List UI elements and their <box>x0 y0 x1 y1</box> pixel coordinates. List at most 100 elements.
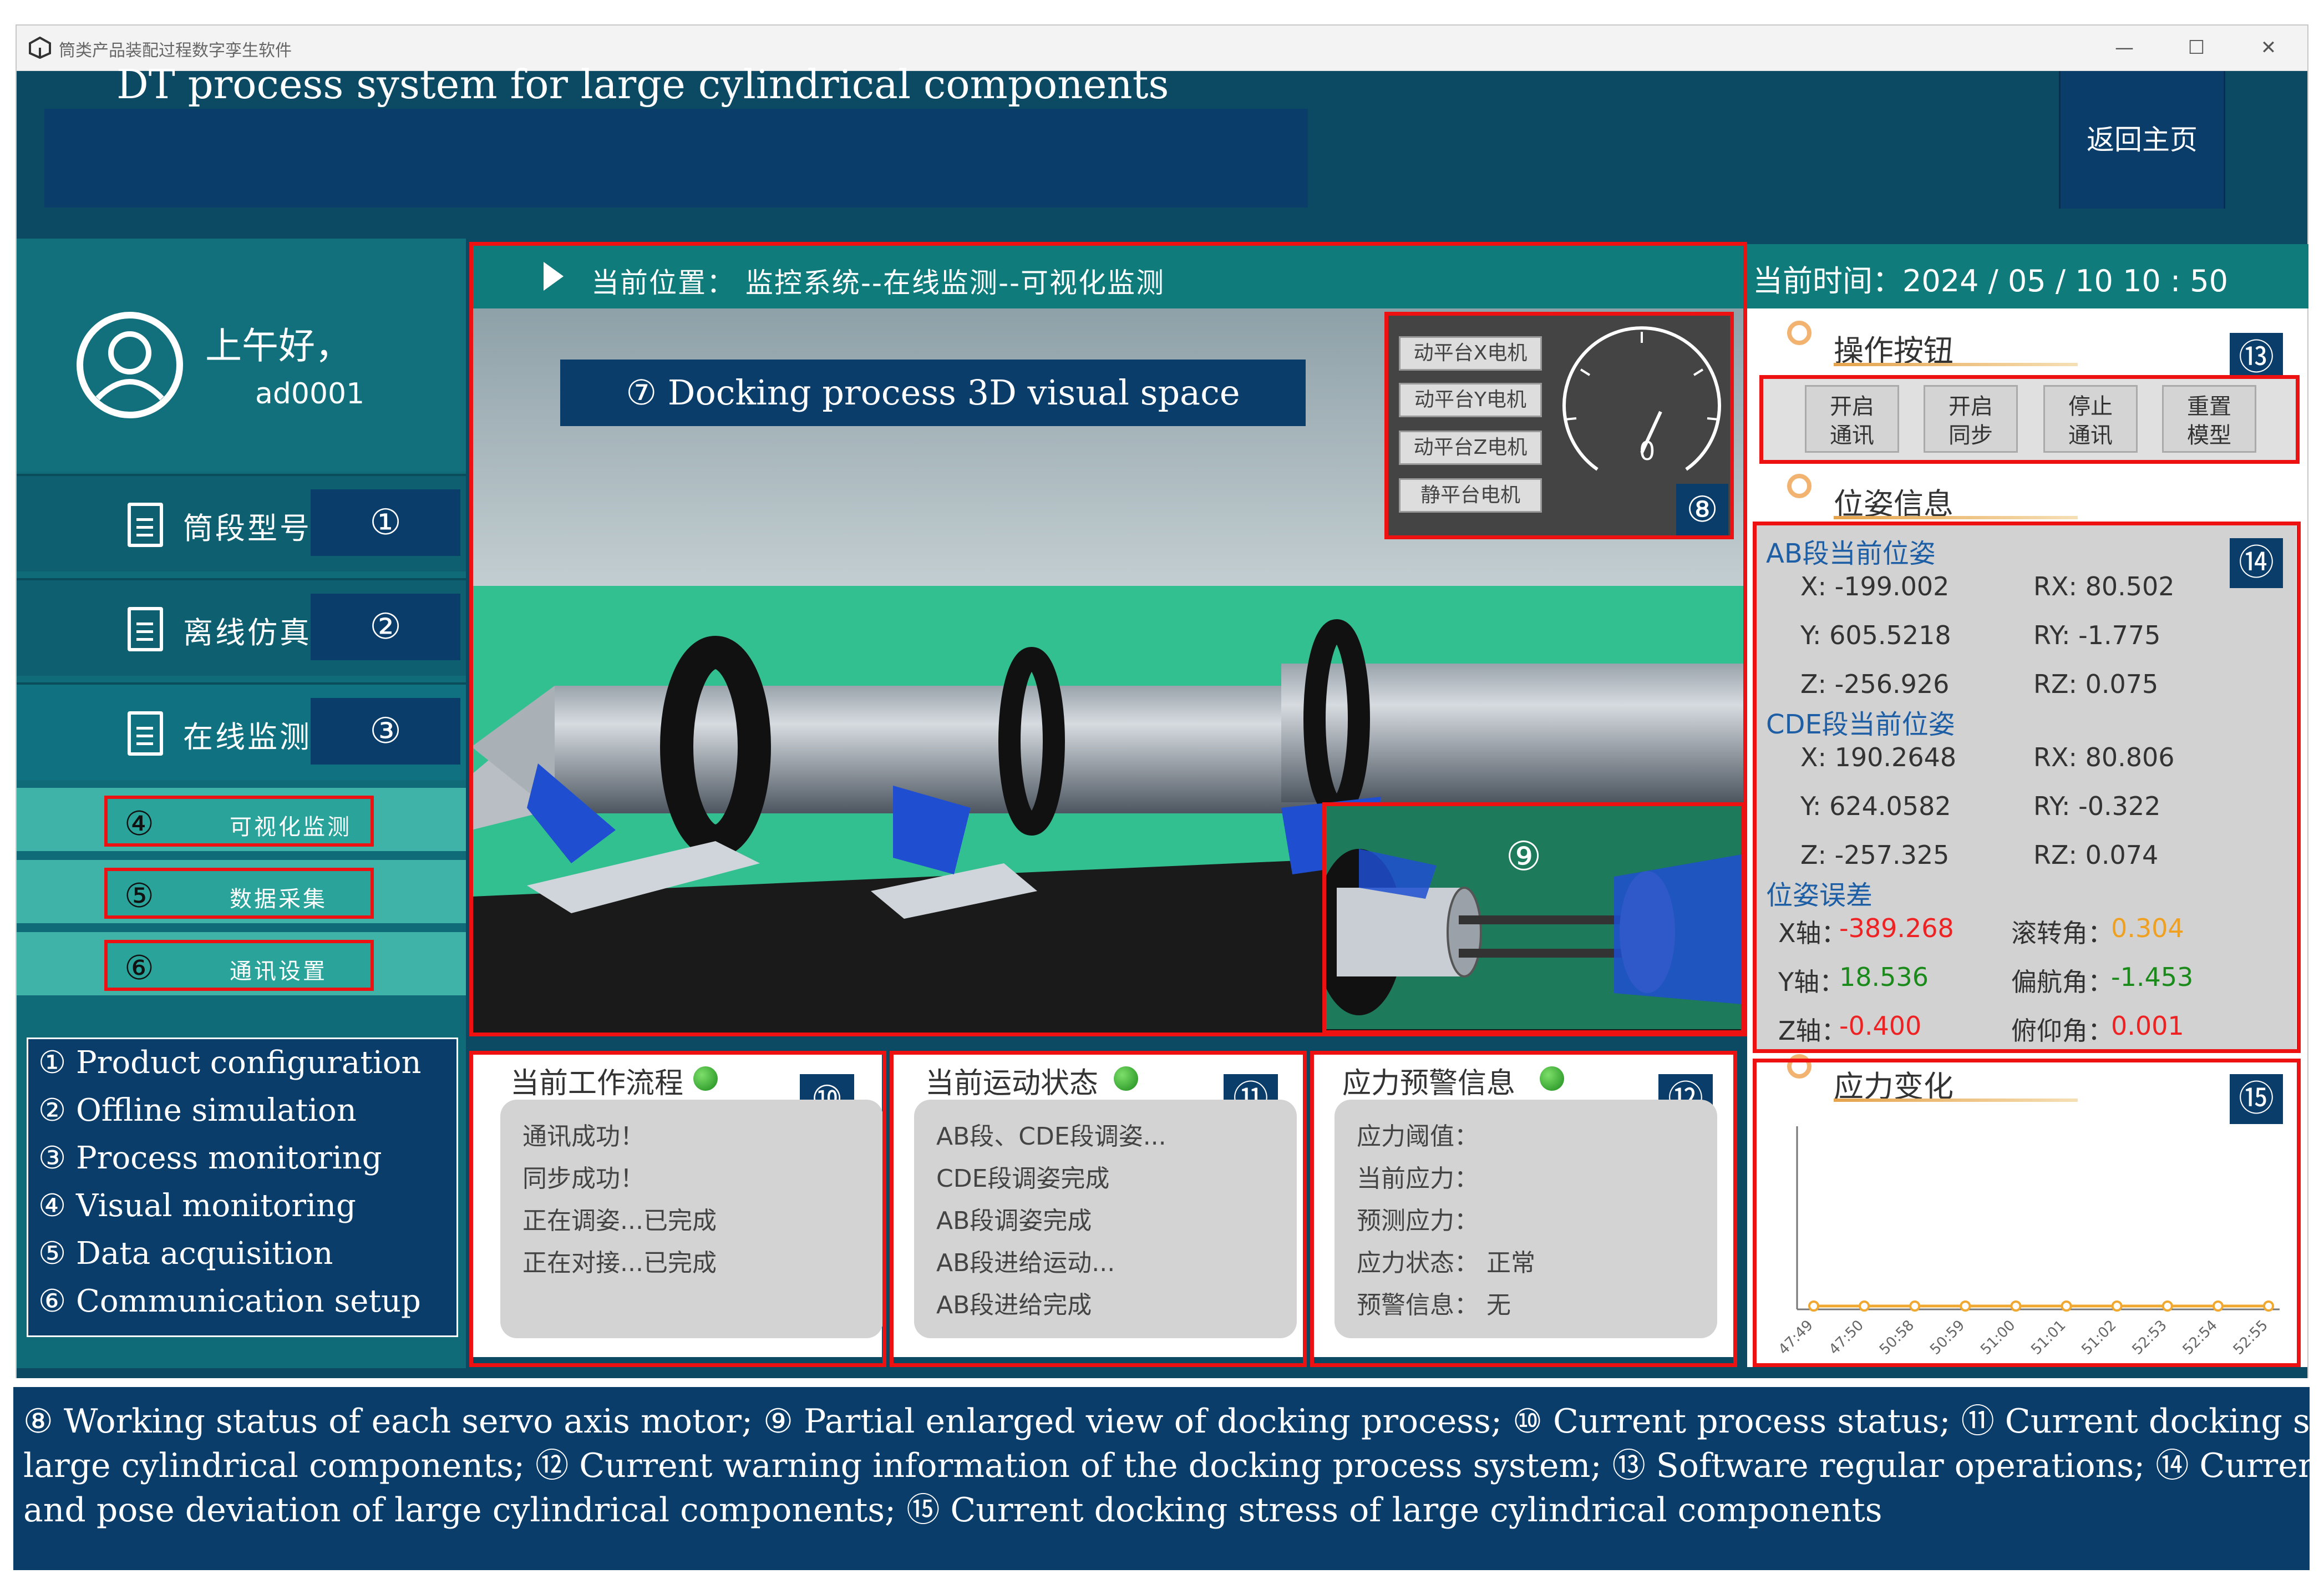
status-dot-icon <box>1540 1066 1564 1091</box>
cde-rz: RZ: 0.074 <box>2033 840 2159 870</box>
highlight-operations <box>1759 375 2300 464</box>
subnav-highlight: ④ 可视化监测 <box>104 796 374 847</box>
caption-line: and pose deviation of large cylindrical … <box>23 1491 1882 1530</box>
highlight-process <box>469 1051 886 1367</box>
highlight-pose <box>1753 522 2301 1053</box>
motor-y-button[interactable]: 动平台Y电机 <box>1399 383 1542 417</box>
message: AB段、CDE段调姿... <box>936 1122 1166 1151</box>
ab-y: Y: 605.5218 <box>1800 620 1951 650</box>
header-title-box <box>44 109 1308 208</box>
err-pitch-label: 俯仰角： <box>2011 1016 2113 1046</box>
subnav-number: ④ <box>124 804 154 843</box>
scene-label: ⑦ Docking process 3D visual space <box>560 360 1306 426</box>
process-card: 当前工作流程 ⑩ 通讯成功！ 同步成功！ 正在调姿...已完成 正在对接...已… <box>471 1054 883 1357</box>
nav-item-offline-simulation[interactable]: 离线仿真 ② <box>17 578 466 676</box>
legend-item: ② Offline simulation <box>38 1092 357 1128</box>
err-y-value: 18.536 <box>1839 962 1929 992</box>
motor-x-button[interactable]: 动平台X电机 <box>1399 336 1542 371</box>
subnav-communication-setup[interactable]: ⑥ 通讯设置 <box>17 932 466 995</box>
stress-point <box>1960 1300 1971 1312</box>
warning-messages: 应力阈值： 当前应力： 预测应力： 应力状态： 正常 预警信息： 无 <box>1334 1100 1717 1338</box>
pin-icon <box>1787 474 1811 498</box>
message: 应力状态： 正常 <box>1357 1249 1535 1277</box>
ab-ry: RY: -1.775 <box>2033 620 2161 650</box>
ab-x: X: -199.002 <box>1800 571 1950 601</box>
process-messages: 通讯成功！ 同步成功！ 正在调姿...已完成 正在对接...已完成 <box>500 1100 883 1338</box>
window-titlebar: 筒类产品装配过程数字孪生软件 — ☐ ✕ <box>17 26 2307 71</box>
reset-model-button[interactable]: 重置模型 <box>2162 385 2256 453</box>
highlight-stress <box>1753 1059 2301 1367</box>
zoom-illustration <box>1326 804 1742 1029</box>
operation-buttons: 开启通讯 开启同步 停止通讯 重置模型 <box>1763 377 2297 460</box>
message: CDE段调姿完成 <box>936 1165 1110 1193</box>
caption-line: large cylindrical components; ⑫ Current … <box>23 1446 2324 1485</box>
btn-line: 开启 <box>1830 394 1874 419</box>
subnav-label: 可视化监测 <box>230 814 352 840</box>
message: 正在对接...已完成 <box>522 1249 717 1277</box>
motion-title: 当前运动状态 <box>925 1067 1099 1100</box>
static-platform-motor-button[interactable]: 静平台电机 <box>1399 478 1542 513</box>
legend-item: ⑥ Communication setup <box>38 1283 421 1319</box>
caption-line: ⑧ Working status of each servo axis moto… <box>23 1402 2324 1441</box>
badge-9: ⑨ <box>1505 833 1542 879</box>
stress-point <box>2061 1300 2072 1312</box>
message: 预测应力： <box>1357 1207 1479 1235</box>
err-roll-label: 滚转角： <box>2011 918 2113 948</box>
nav-label: 筒段型号 <box>183 511 312 546</box>
err-y-label: Y轴： <box>1778 967 1845 997</box>
highlight-motor-panel <box>1384 312 1734 539</box>
motor-z-button[interactable]: 动平台Z电机 <box>1399 431 1542 465</box>
err-x-label: X轴： <box>1778 918 1847 948</box>
nav-item-online-monitoring[interactable]: 在线监测 ③ <box>17 682 466 780</box>
pose-title: 位姿信息 <box>1834 487 1953 522</box>
stress-point <box>2161 1300 2173 1312</box>
nav-number: ① <box>311 489 460 556</box>
home-button[interactable]: 返回主页 <box>2059 71 2225 209</box>
close-button[interactable]: ✕ <box>2260 37 2277 59</box>
start-sync-button[interactable]: 开启同步 <box>1924 385 2018 453</box>
message: AB段调姿完成 <box>936 1207 1092 1235</box>
pin-icon <box>1787 1054 1811 1079</box>
stop-communication-button[interactable]: 停止通讯 <box>2043 385 2138 453</box>
message: 当前应力： <box>1357 1165 1479 1193</box>
motion-messages: AB段、CDE段调姿... CDE段调姿完成 AB段调姿完成 AB段进给运动..… <box>914 1100 1297 1338</box>
stress-point <box>2212 1300 2224 1312</box>
operations-title: 操作按钮 <box>1834 333 1953 368</box>
subnav-data-acquisition[interactable]: ⑤ 数据采集 <box>17 860 466 923</box>
message: 正在调姿...已完成 <box>522 1207 717 1235</box>
stress-point <box>1808 1300 1819 1312</box>
maximize-button[interactable]: ☐ <box>2188 37 2205 59</box>
err-z-label: Z轴： <box>1778 1016 1847 1046</box>
highlight-main-view <box>469 242 1747 1036</box>
err-z-value: -0.400 <box>1839 1011 1922 1041</box>
warning-title: 应力预警信息 <box>1342 1067 1516 1100</box>
subnav-visual-monitoring[interactable]: ④ 可视化监测 <box>17 788 466 851</box>
legend-item: ① Product configuration <box>38 1045 422 1081</box>
unity-logo-icon <box>29 37 51 59</box>
badge-8: ⑧ <box>1676 484 1728 536</box>
nav-number: ③ <box>311 698 460 765</box>
ab-rx: RX: 80.502 <box>2033 571 2175 601</box>
message: 应力阈值： <box>1357 1122 1479 1151</box>
window-title: 筒类产品装配过程数字孪生软件 <box>59 41 292 60</box>
user-panel: 上午好， ad0001 <box>17 239 466 472</box>
gauge-icon <box>1562 326 1721 471</box>
cde-pose-title: CDE段当前位姿 <box>1766 709 1955 740</box>
err-pitch-value: 0.001 <box>2111 1011 2184 1041</box>
warning-card: 应力预警信息 ⑫ 应力阈值： 当前应力： 预测应力： 应力状态： 正常 预警信息… <box>1312 1054 1734 1357</box>
process-title: 当前工作流程 <box>510 1067 684 1100</box>
cde-y: Y: 624.0582 <box>1800 791 1951 821</box>
start-communication-button[interactable]: 开启通讯 <box>1805 385 1899 453</box>
docking-zoom-view[interactable] <box>1326 804 1742 1029</box>
btn-line: 通讯 <box>1830 423 1874 448</box>
btn-line: 停止 <box>2068 394 2113 419</box>
minimize-button[interactable]: — <box>2115 37 2134 59</box>
status-dot-icon <box>693 1066 718 1091</box>
message: AB段进给完成 <box>936 1291 1092 1319</box>
ab-rz: RZ: 0.075 <box>2033 669 2159 699</box>
section-underline <box>1834 516 2078 519</box>
nav-item-cylinder-model[interactable]: 筒段型号 ① <box>17 474 466 571</box>
stress-point <box>1859 1300 1870 1312</box>
document-icon <box>128 503 163 547</box>
